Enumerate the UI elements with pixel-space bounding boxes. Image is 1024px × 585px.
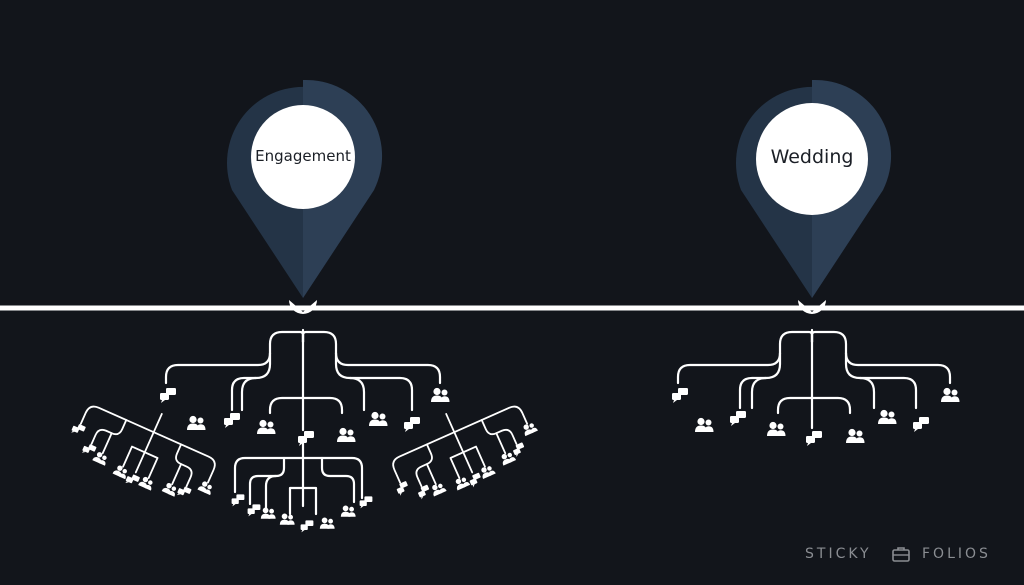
network-trees — [79, 328, 952, 516]
branch-line — [134, 413, 163, 474]
chat-icon — [913, 417, 929, 432]
branch-line — [810, 330, 952, 385]
people-icon — [846, 428, 865, 443]
people-icon — [279, 513, 295, 525]
branch-line — [171, 463, 182, 486]
chat-icon — [298, 431, 314, 446]
branch-line — [750, 376, 768, 410]
people-icon — [453, 475, 471, 491]
people-icon — [695, 417, 714, 432]
people-icon — [92, 450, 110, 466]
people-icon — [138, 475, 156, 491]
chat-icon — [231, 494, 245, 507]
people-icon — [187, 415, 206, 430]
branch-line — [288, 486, 318, 516]
chat-icon — [124, 472, 141, 488]
branch-line — [426, 463, 437, 486]
people-icon — [319, 517, 335, 529]
branch-line — [152, 431, 216, 484]
engagement-label: Engagement — [255, 147, 351, 165]
chat-icon — [160, 388, 176, 403]
branch-line — [79, 405, 155, 434]
branch-line — [90, 419, 128, 445]
chat-icon — [247, 504, 261, 517]
branch-line — [320, 456, 356, 504]
people-icon — [161, 481, 179, 497]
chat-icon — [70, 422, 86, 438]
chat-icon — [81, 442, 97, 458]
wedding-pin — [736, 79, 892, 299]
branch-line — [122, 445, 159, 480]
brand-word-left: STICKY — [805, 546, 872, 562]
people-icon — [429, 481, 447, 497]
chat-icon — [176, 484, 192, 500]
branch-line — [248, 456, 286, 506]
people-icon — [337, 427, 356, 442]
branch-line — [392, 431, 456, 484]
branch-line — [449, 445, 486, 480]
people-icon — [478, 463, 496, 480]
people-icon — [197, 479, 215, 496]
branch-line — [348, 376, 366, 412]
branch-line — [164, 330, 305, 385]
branch-line — [445, 413, 474, 474]
people-icon — [499, 450, 517, 466]
branch-line — [480, 419, 518, 445]
people-icon — [521, 420, 538, 437]
branch-line — [301, 330, 442, 385]
people-icon — [767, 421, 786, 436]
network-icons — [70, 387, 960, 533]
right-subtree — [392, 405, 529, 488]
people-icon — [257, 419, 276, 434]
chat-icon — [404, 417, 420, 432]
branch-line — [264, 474, 278, 510]
branch-line — [495, 432, 507, 455]
engagement-pin — [227, 79, 383, 298]
chat-icon — [416, 484, 432, 500]
chat-icon — [394, 480, 411, 497]
branch-line — [776, 396, 852, 415]
wedding-label: Wedding — [770, 146, 854, 168]
chat-icon — [672, 388, 688, 403]
chat-icon — [806, 431, 822, 446]
briefcase-icon — [892, 547, 910, 562]
people-icon — [260, 507, 276, 519]
branch-line — [240, 376, 258, 412]
branch-line — [233, 456, 305, 494]
branch-line — [230, 351, 272, 412]
people-icon — [112, 463, 130, 480]
people-icon — [340, 505, 356, 517]
people-icon — [369, 411, 388, 426]
branch-line — [101, 432, 113, 455]
branch-line — [268, 396, 344, 415]
chat-icon — [511, 442, 527, 458]
brand-word-right: FOLIOS — [922, 546, 991, 562]
wedding-anchor — [798, 300, 826, 314]
people-icon — [941, 387, 960, 402]
branch-line — [676, 330, 814, 385]
brand-logo: STICKY FOLIOS — [805, 544, 1005, 566]
branch-line — [415, 443, 433, 488]
chat-icon — [300, 520, 314, 533]
chat-icon — [730, 411, 746, 426]
branch-line — [175, 443, 193, 488]
people-icon — [431, 387, 450, 402]
chat-icon — [467, 472, 484, 488]
branch-line — [738, 351, 782, 410]
left-subtree — [79, 405, 216, 488]
branch-line — [301, 456, 364, 500]
branch-line — [453, 405, 529, 434]
engagement-anchor — [289, 300, 317, 314]
chat-icon — [224, 413, 240, 428]
people-icon — [878, 409, 897, 424]
branch-line — [844, 351, 918, 410]
branch-line — [334, 351, 414, 412]
branch-line — [858, 376, 876, 410]
